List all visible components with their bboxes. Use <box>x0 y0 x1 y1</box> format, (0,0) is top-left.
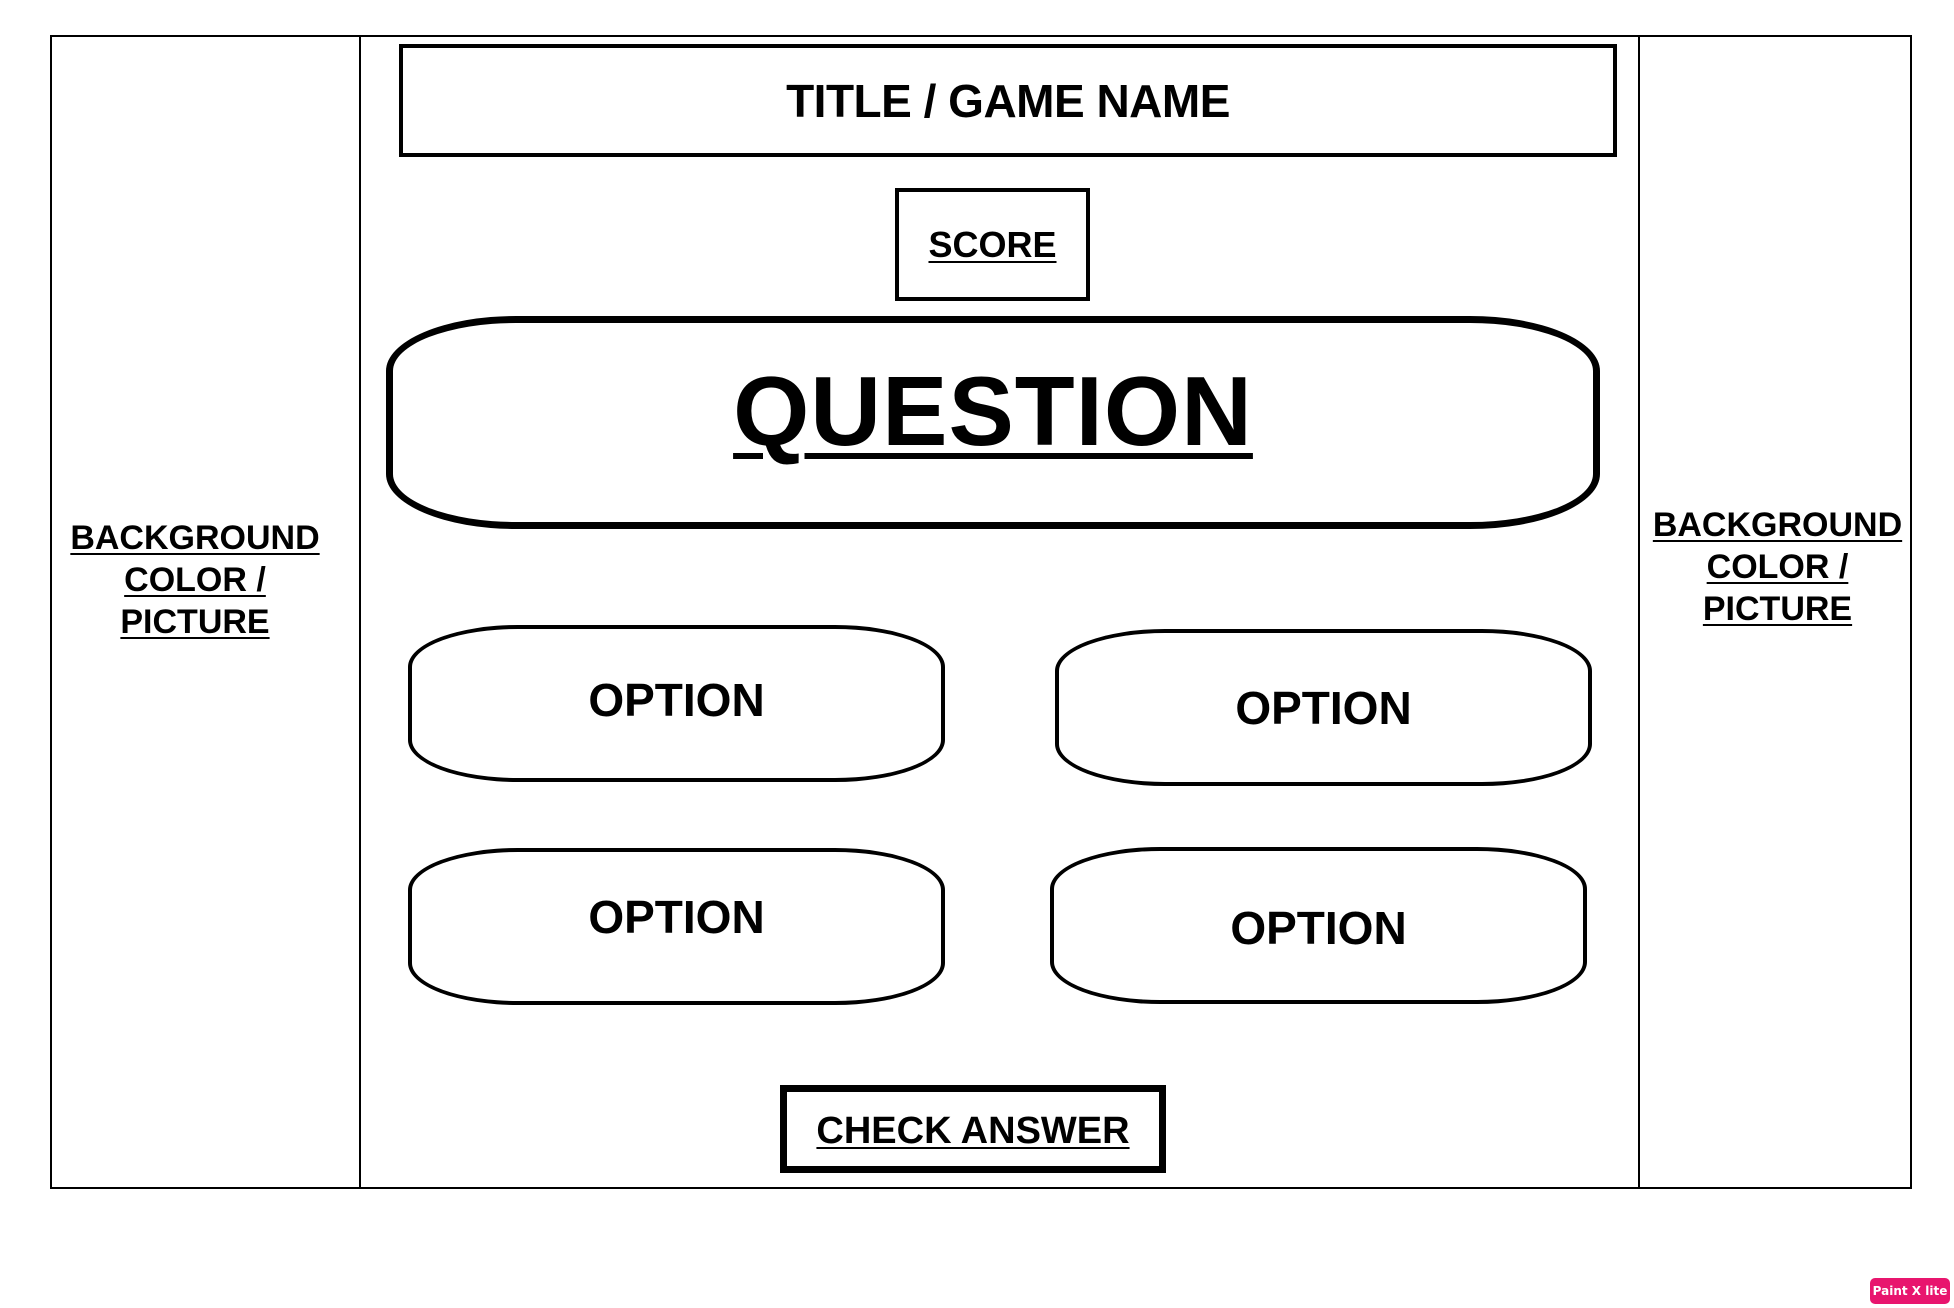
score-display: SCORE <box>895 188 1090 301</box>
left-background-line-1: BACKGROUND <box>70 519 320 557</box>
question-panel: QUESTION <box>386 316 1600 529</box>
left-background-line-2: COLOR / <box>124 561 266 599</box>
right-panel-divider <box>1638 35 1640 1189</box>
option-button-3[interactable]: OPTION <box>408 848 945 1005</box>
left-background-line-3: PICTURE <box>120 603 270 641</box>
left-background-note: BACKGROUND COLOR / PICTURE <box>55 517 335 643</box>
option-button-4[interactable]: OPTION <box>1050 847 1587 1004</box>
right-background-line-2: COLOR / <box>1706 548 1849 586</box>
right-background-line-1: BACKGROUND <box>1652 506 1903 544</box>
paint-x-lite-watermark: Paint X lite <box>1870 1278 1950 1304</box>
left-panel-divider <box>359 35 361 1189</box>
check-answer-button[interactable]: CHECK ANSWER <box>780 1085 1166 1173</box>
option-button-2[interactable]: OPTION <box>1055 629 1592 786</box>
wireframe-outer-frame <box>50 35 1912 1189</box>
game-title: TITLE / GAME NAME <box>399 44 1617 157</box>
option-button-1[interactable]: OPTION <box>408 625 945 782</box>
right-background-note: BACKGROUND COLOR / PICTURE <box>1640 504 1915 630</box>
right-background-line-3: PICTURE <box>1702 590 1853 628</box>
